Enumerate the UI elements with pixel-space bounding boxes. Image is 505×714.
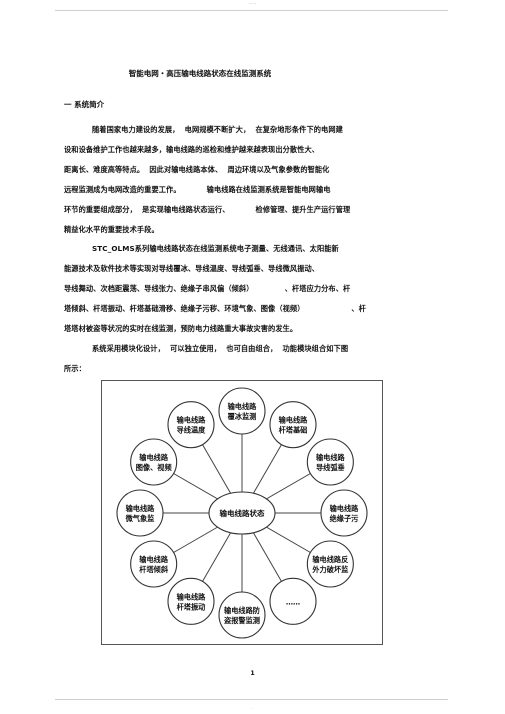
- module-sublabel: 导线弧垂: [316, 463, 345, 472]
- module-diagram-canvas: 输电线路覆冰监测输电线路杆塔基础输电线路导线弧垂输电线路绝缘子污输电线路反外力破…: [116, 387, 368, 639]
- module-diagram: 输电线路覆冰监测输电线路杆塔基础输电线路导线弧垂输电线路绝缘子污输电线路反外力破…: [101, 380, 383, 645]
- text-line: 导线舞动、次档距震荡、导线张力、绝缘子串风偏（倾斜） 、杆塔应力分布、杆: [64, 284, 351, 293]
- module-sublabel: 杆塔基础: [279, 426, 308, 435]
- center-label: 输电线路状态: [220, 508, 265, 518]
- module-circle: [320, 489, 368, 537]
- section-heading: 一 系统简介: [64, 100, 105, 109]
- module-circle: [306, 540, 354, 588]
- module-circle: [116, 489, 164, 537]
- document-title: 智能电网・高压输电线路状态在线监测系统: [128, 69, 272, 78]
- module-label: 输电线路: [279, 416, 309, 425]
- module-circle: [167, 577, 215, 625]
- center-ellipse: [208, 491, 276, 535]
- header-rule: [55, 10, 448, 11]
- text-line: 塔倾斜、杆塔振动、杆塔基础滑移、绝缘子污秽、环境气象、图像（视频） 、杆: [64, 304, 366, 313]
- module-sublabel: 导线温度: [177, 426, 207, 435]
- module-label: 输电线路防: [224, 606, 260, 615]
- text-line: 距离长、难度高等特点。 因此对输电线路本体、 周边环境以及气象参数的智能化: [64, 165, 330, 174]
- module-circle: [130, 540, 178, 588]
- module-sublabel: 绝缘子污: [330, 514, 360, 523]
- module-label: 输电线路: [316, 453, 346, 462]
- module-circle: [218, 387, 266, 435]
- module-label: 输电线路: [177, 592, 207, 601]
- module-circle: [130, 438, 178, 486]
- module-sublabel: 杆塔振动: [177, 602, 206, 611]
- module-sublabel: 杆塔倾斜: [139, 565, 169, 574]
- module-circle: [269, 577, 317, 625]
- text-line: 设和设备维护工作也越来越多，输电线路的巡检和维护越来越表现出分散性大、: [64, 145, 320, 154]
- center-node: 输电线路状态: [208, 491, 276, 535]
- text-line: 系统采用模块化设计， 可以独立使用， 也可自由组合， 功能模块组合如下图: [92, 344, 349, 353]
- module-sublabel: 外力破坏监: [311, 565, 349, 574]
- module-label: 输电线路: [139, 555, 169, 564]
- module-sublabel: 覆冰监测: [228, 412, 257, 421]
- text-line: 塔塔材被盗等状况的实时在线监测，预防电力线路重大事故灾害的发生。: [64, 324, 298, 333]
- module-circle: [269, 401, 317, 449]
- text-line: 随着国家电力建设的发展， 电网规模不断扩大， 在复杂地形条件下的电网建: [92, 125, 343, 134]
- module-label: 输电线路: [126, 504, 156, 513]
- module-sublabel: 图像、视频: [136, 463, 173, 472]
- module-label: ……: [286, 597, 300, 606]
- page-number: 1: [250, 669, 255, 677]
- module-sublabel: 微气象监: [125, 514, 156, 523]
- text-line: 能源技术及软件技术等实现对导线覆冰、导线温度、导线弧垂、导线微风振动、: [64, 264, 320, 273]
- module-circle: [167, 401, 215, 449]
- module-node: ……: [269, 577, 317, 625]
- text-line: 所示：: [64, 364, 86, 373]
- module-sublabel: 盗报警监测: [224, 616, 260, 625]
- module-label: 输电线路: [139, 453, 169, 462]
- text-line: 环节的重要组成部分， 是实现输电线路状态运行、 检修管理、提升生产运行管理: [64, 205, 351, 214]
- text-line: 精益化水平的重要技术手段。: [64, 225, 159, 234]
- module-label: 输电线路反: [312, 555, 349, 564]
- footer-rule: [55, 699, 448, 700]
- text-line: 远程监测成为电网改造的重要工作。 输电线路在线监测系统是智能电网输电: [64, 185, 331, 194]
- module-label: 输电线路: [177, 416, 207, 425]
- module-label: 输电线路: [330, 504, 360, 513]
- footer-mark: ···: [251, 706, 254, 710]
- text-line: STC_OLMS系列输电线路状态在线监测系统电子测量、无线通讯、太阳能新: [92, 244, 339, 253]
- module-label: 输电线路: [228, 402, 258, 411]
- module-circle: [218, 591, 266, 639]
- header-mark: ~~~: [248, 1, 257, 5]
- module-circle: [306, 438, 354, 486]
